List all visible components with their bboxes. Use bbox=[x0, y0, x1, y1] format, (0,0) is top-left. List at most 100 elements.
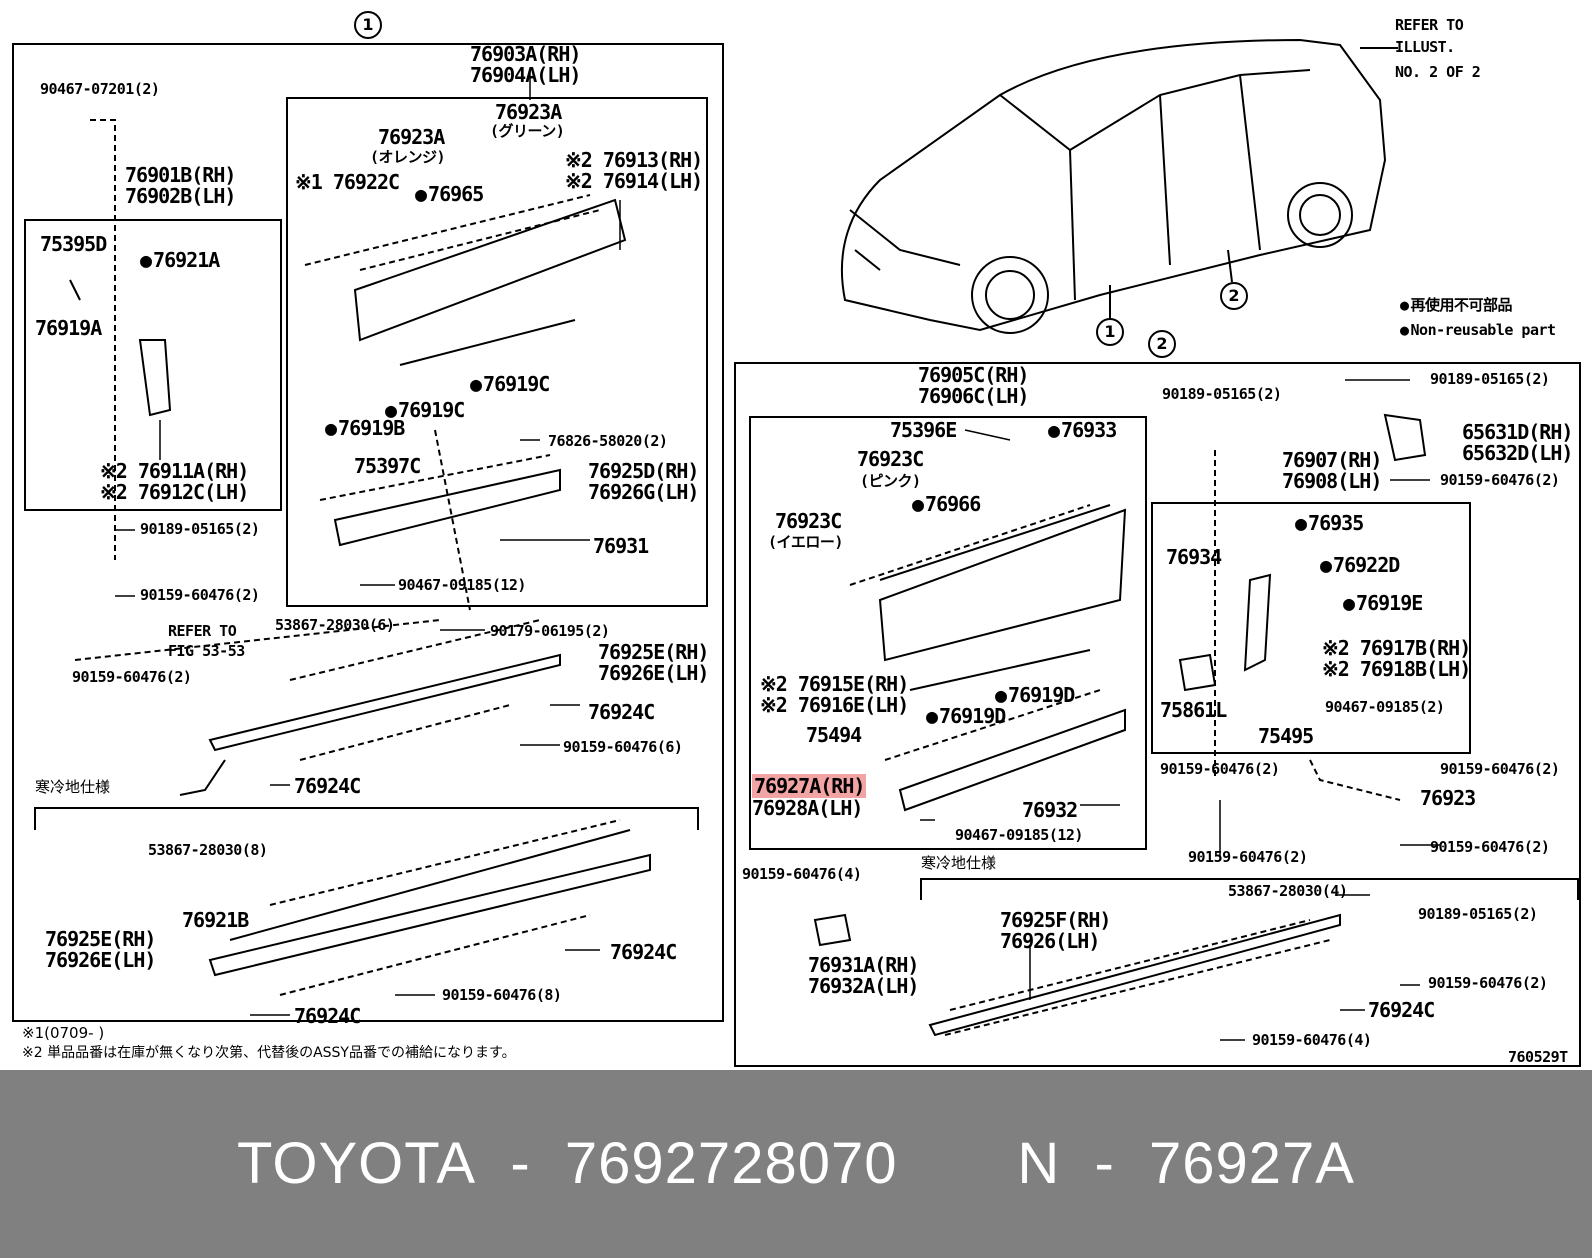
banner-gap bbox=[915, 1130, 1001, 1197]
label-76913: ※2 76913(RH) bbox=[565, 148, 703, 172]
banner-sep-1: - bbox=[493, 1131, 548, 1196]
label-76928A: 76928A(LH) bbox=[752, 796, 863, 820]
label-76921B: 76921B bbox=[182, 908, 249, 932]
door-molding-1 bbox=[353, 198, 627, 342]
door-molding-2 bbox=[878, 508, 1127, 662]
panel-1-left-box bbox=[24, 219, 282, 511]
label-76906C: 76906C(LH) bbox=[918, 384, 1029, 408]
label-76925E-b: 76925E(RH) bbox=[45, 927, 156, 951]
label-90179-06195: 90179-06195(2) bbox=[490, 622, 610, 640]
rocker-molding-1 bbox=[208, 653, 561, 752]
label-90189-05165-p1: 90189-05165(2) bbox=[140, 520, 260, 538]
cold-spec-bracket-1 bbox=[34, 807, 699, 830]
label-53867-28030-8: 53867-28030(8) bbox=[148, 841, 268, 859]
label-76924C-c: 76924C bbox=[610, 940, 677, 964]
arrow-to-cold-spec bbox=[179, 759, 226, 796]
parts-diagram: 1 2 1 2 REFER TO ILLUST. NO. 2 OF 2 再使用不… bbox=[0, 0, 1592, 1070]
label-76966: 76966 bbox=[912, 494, 981, 514]
label-65632D: 65632D(LH) bbox=[1462, 441, 1573, 465]
label-90189-05165-p2a: 90189-05165(2) bbox=[1162, 385, 1282, 403]
label-76915E: ※2 76915E(RH) bbox=[760, 672, 909, 696]
highlight-76927A: 76927A(RH) bbox=[752, 774, 867, 798]
label-90159-60476-p2d: 90159-60476(2) bbox=[1430, 838, 1550, 856]
label-76925F: 76925F(RH) bbox=[1000, 908, 1111, 932]
label-76926: 76926(LH) bbox=[1000, 929, 1100, 953]
label-76926E-b: 76926E(LH) bbox=[45, 948, 156, 972]
refer-illust-line-2: ILLUST. bbox=[1395, 38, 1455, 56]
clip-75861L bbox=[1178, 653, 1217, 692]
car-callout-2: 2 bbox=[1220, 282, 1248, 310]
label-75395D: 75395D bbox=[40, 232, 107, 256]
clip-rail-1 bbox=[333, 468, 561, 547]
label-90159-60476-p2f: 90159-60476(2) bbox=[1428, 974, 1548, 992]
rocker-molding-cold-2 bbox=[928, 913, 1341, 1037]
label-76919D-a: 76919D bbox=[995, 685, 1075, 705]
label-90159-60476-p2c: 90159-60476(2) bbox=[1440, 760, 1560, 778]
label-65631D: 65631D(RH) bbox=[1462, 420, 1573, 444]
label-90159-60476-p1b: 90159-60476(2) bbox=[72, 668, 192, 686]
label-75495: 75495 bbox=[1258, 724, 1314, 748]
label-green: (グリーン) bbox=[490, 122, 565, 140]
label-76919E: 76919E bbox=[1343, 593, 1423, 613]
label-orange: (オレンジ) bbox=[370, 148, 446, 166]
label-76918B: ※2 76918B(LH) bbox=[1322, 657, 1471, 681]
label-76922D: 76922D bbox=[1320, 555, 1400, 575]
label-76903A: 76903A(RH) bbox=[470, 42, 581, 66]
label-75396E: 75396E bbox=[890, 418, 957, 442]
legend-en: Non-reusable part bbox=[1400, 323, 1557, 338]
panel-2-right-box bbox=[1151, 502, 1471, 754]
label-76919C-a: 76919C bbox=[470, 374, 550, 394]
cold-spec-label-1: 寒冷地仕様 bbox=[35, 778, 111, 796]
label-90159-60476-p2e: 90159-60476(2) bbox=[1188, 848, 1308, 866]
label-76923A-orange: 76923A bbox=[378, 125, 445, 149]
label-76932A: 76932A(LH) bbox=[808, 974, 919, 998]
clip-rail-2 bbox=[898, 708, 1126, 812]
label-76826-58020: 76826-58020(2) bbox=[548, 432, 668, 450]
label-76934: 76934 bbox=[1166, 545, 1222, 569]
label-76924C-d: 76924C bbox=[294, 1004, 361, 1028]
banner-brand: TOYOTA bbox=[237, 1131, 477, 1196]
label-53867-28030-6: 53867-28030(6) bbox=[275, 616, 395, 634]
label-yellow: (イエロー) bbox=[768, 533, 843, 551]
refer-illust-line-1: REFER TO bbox=[1395, 16, 1464, 34]
banner-sep-2: - bbox=[1077, 1131, 1132, 1196]
label-76925D: 76925D(RH) bbox=[588, 459, 699, 483]
label-76904A: 76904A(LH) bbox=[470, 63, 581, 87]
label-76927A: 76927A(RH) bbox=[752, 774, 867, 798]
label-90189-05165-p2b: 90189-05165(2) bbox=[1430, 370, 1550, 388]
banner-part-number: 7692728070 bbox=[564, 1131, 898, 1196]
label-76932: 76932 bbox=[1022, 798, 1078, 822]
legend-jp: 再使用不可部品 bbox=[1400, 298, 1513, 313]
panel-2-inner-box bbox=[749, 416, 1147, 850]
label-75494: 75494 bbox=[806, 723, 862, 747]
label-76924C-a: 76924C bbox=[588, 700, 655, 724]
label-76925E-a: 76925E(RH) bbox=[598, 640, 709, 664]
label-90159-60476-6: 90159-60476(6) bbox=[563, 738, 683, 756]
label-pink: (ピンク) bbox=[860, 472, 921, 490]
panel-1-parts bbox=[69, 119, 651, 996]
diagram-lines bbox=[12, 38, 1581, 1067]
label-76921A: 76921A bbox=[140, 250, 220, 270]
label-76965: 76965 bbox=[415, 184, 484, 204]
label-refer-to: REFER TO bbox=[168, 622, 237, 640]
label-76924C-p2: 76924C bbox=[1368, 998, 1435, 1022]
bracket-65631D bbox=[1383, 413, 1427, 462]
label-76919D-b: 76919D bbox=[926, 706, 1006, 726]
label-90467-09185-p2b: 90467-09185(2) bbox=[1325, 698, 1445, 716]
car-callout-1: 1 bbox=[1096, 318, 1124, 346]
label-76911A: ※2 76911A(RH) bbox=[100, 459, 249, 483]
label-76919C-b: 76919C bbox=[385, 400, 465, 420]
panel-1-number: 1 bbox=[354, 11, 382, 39]
label-90159-60476-4b: 90159-60476(4) bbox=[1252, 1031, 1372, 1049]
panel-1-inner-box bbox=[286, 97, 708, 607]
label-76917B: ※2 76917B(RH) bbox=[1322, 636, 1471, 660]
panel-2-parts bbox=[813, 413, 1427, 1037]
label-76914: ※2 76914(LH) bbox=[565, 169, 703, 193]
label-76919B: 76919B bbox=[325, 418, 405, 438]
label-76923C-pink: 76923C bbox=[857, 447, 924, 471]
label-76922C: ※1 76922C bbox=[295, 170, 400, 194]
label-90189-05165-p2c: 90189-05165(2) bbox=[1418, 905, 1538, 923]
footnote-2: ※2 単品品番は在庫が無くなり次第、代替後のASSY品番での補給になります。 bbox=[22, 1045, 516, 1061]
ref-code: 760529T bbox=[1508, 1048, 1568, 1066]
banner-ref: 76927A bbox=[1149, 1131, 1355, 1196]
